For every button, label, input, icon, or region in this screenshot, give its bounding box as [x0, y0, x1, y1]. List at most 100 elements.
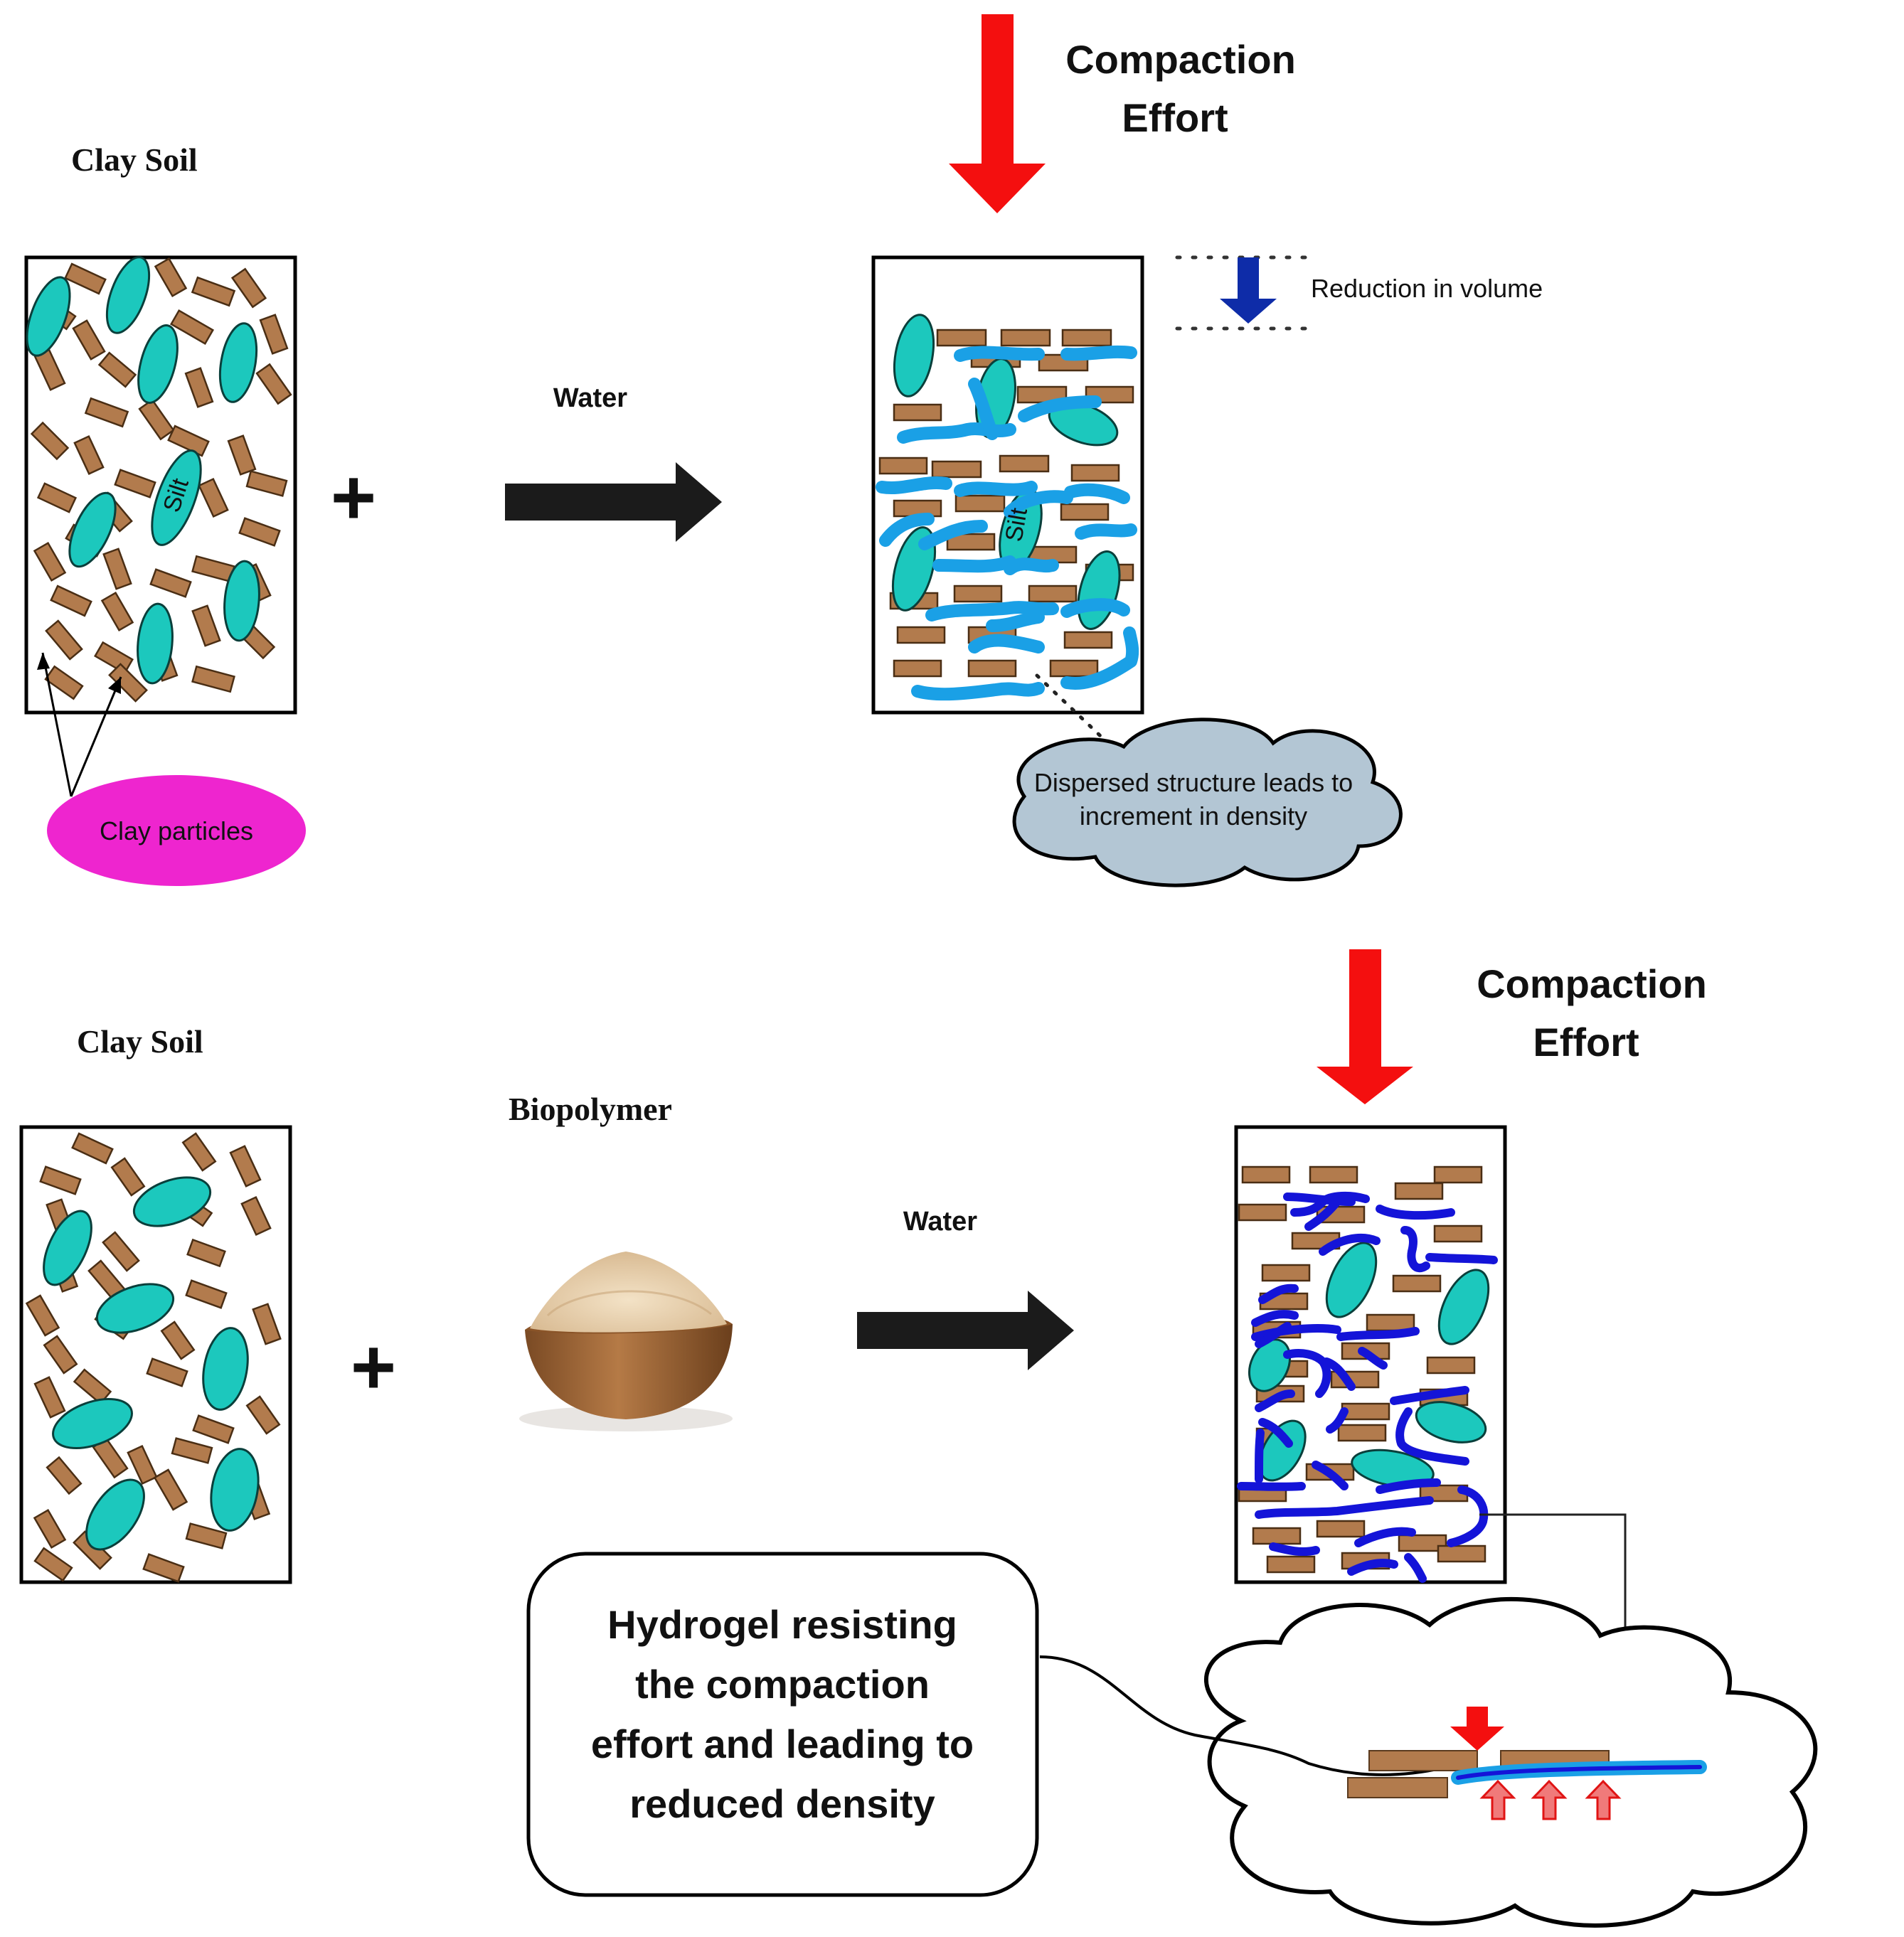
water-film	[1018, 395, 1102, 422]
water-film	[954, 481, 1038, 497]
clay-particle	[255, 363, 292, 405]
hydrogel-strand	[1283, 1192, 1356, 1206]
clay-particles-random-bottom	[25, 1132, 282, 1583]
clay-particle	[1261, 1264, 1311, 1282]
hydrogel-strand	[1255, 1429, 1265, 1483]
silt-particle	[1415, 1401, 1487, 1444]
silt-particle	[68, 491, 117, 568]
silt-particle	[26, 276, 71, 357]
water-film	[1060, 345, 1137, 361]
clay-particle	[50, 585, 92, 617]
clay-particle	[191, 276, 236, 307]
hydrogel-strand	[1395, 1407, 1469, 1466]
clay-particle	[954, 494, 1006, 513]
clay-particle	[240, 1195, 272, 1237]
water-film	[932, 555, 1016, 573]
zoom-pointer-line	[1479, 1513, 1627, 1632]
clay-particle	[33, 1376, 66, 1419]
compaction-arrow-bottom	[1317, 949, 1413, 1104]
hydrogel-strand	[1447, 1485, 1489, 1547]
clay-particle	[191, 604, 221, 647]
water-label-bottom: Water	[903, 1207, 977, 1237]
clay-particle	[245, 1395, 281, 1435]
silt-particle	[1258, 1419, 1307, 1482]
hydrogel-strand	[1269, 1542, 1320, 1557]
loose-clay-soil-panel-bottom	[19, 1125, 292, 1584]
clay-particle	[1337, 1424, 1387, 1442]
clay-particle	[154, 257, 188, 297]
hydrogel-strand	[1347, 1559, 1398, 1576]
clay-soil-label-top: Clay Soil	[71, 142, 198, 178]
silt-particle	[52, 1398, 133, 1449]
water-film	[876, 476, 952, 494]
clay-particle	[36, 482, 78, 513]
silt-particle	[105, 256, 151, 334]
clay-particle	[71, 1132, 114, 1165]
clay-particle	[185, 1279, 228, 1309]
zoom-down-arrow	[1450, 1707, 1504, 1751]
hydrogel-strand	[1251, 1324, 1341, 1341]
hydrogel-strand	[1358, 1347, 1388, 1370]
compacted-clay-panel-top: Silt	[871, 255, 1144, 715]
biopolymer-bowl-image	[519, 1252, 733, 1431]
clay-particle	[73, 1368, 112, 1405]
clay-soil-label-bottom: Clay Soil	[77, 1023, 203, 1060]
hydrogel-strand	[1312, 1461, 1349, 1490]
silt-particles-treated	[1248, 1242, 1490, 1488]
hydrogel-strands	[1237, 1191, 1498, 1583]
silt-particle	[85, 1478, 145, 1551]
silt-particle	[202, 1327, 249, 1411]
clay-particle	[142, 1553, 185, 1583]
biopolymer-label: Biopolymer	[509, 1091, 672, 1127]
water-film	[1075, 523, 1137, 540]
flow-arrow-bottom	[857, 1291, 1074, 1370]
clay-particle	[45, 619, 83, 661]
water-film	[925, 601, 1059, 621]
water-film	[1060, 626, 1139, 690]
clay-particle	[149, 568, 192, 598]
silt-particle	[95, 1283, 175, 1334]
compaction-label-bottom-line1: Compaction	[1477, 961, 1707, 1006]
silt-particle	[1248, 1338, 1292, 1392]
clay-particle	[878, 457, 928, 475]
clay-particle	[73, 434, 105, 476]
clay-particle	[967, 659, 1017, 678]
compaction-label-top-line2: Effort	[1122, 95, 1228, 140]
hydrogel-strand	[1376, 1205, 1455, 1220]
clay-particle	[138, 398, 175, 441]
clay-particles-label: Clay particles	[100, 816, 253, 845]
clay-particle	[1426, 1356, 1476, 1375]
silt-particle	[223, 560, 260, 642]
hydrogel-strand	[1290, 1191, 1370, 1217]
clay-particle	[25, 1294, 60, 1337]
clay-particle	[1266, 1555, 1316, 1574]
clay-particle	[1061, 329, 1112, 347]
clay-particle	[245, 470, 288, 497]
clay-particle	[84, 397, 129, 428]
clay-particle	[1070, 464, 1120, 482]
water-film	[1060, 598, 1130, 618]
clay-particle	[30, 421, 70, 461]
clay-particle	[181, 1132, 217, 1172]
plus-sign-top: +	[331, 454, 376, 541]
clay-particle	[229, 1145, 262, 1188]
clay-particle	[893, 659, 942, 678]
clay-particle	[191, 665, 235, 693]
hydrogel-callout-box: Hydrogel resisting the compaction effort…	[526, 1552, 1039, 1897]
hydrogel-strand	[1326, 1407, 1349, 1434]
clay-particle	[186, 1238, 226, 1268]
reduction-label: Reduction in volume	[1311, 274, 1543, 303]
hydrogel-label-line3: effort and leading to	[591, 1722, 974, 1766]
clay-particle	[108, 663, 148, 703]
silt-particle	[1325, 1242, 1378, 1318]
clay-particle	[259, 314, 289, 355]
water-films-top	[876, 345, 1139, 701]
flow-arrow-top	[505, 462, 722, 542]
clay-particle	[146, 1357, 188, 1387]
hydrogel-strand	[1425, 1253, 1498, 1264]
clay-particle	[198, 477, 229, 518]
clay-particle	[184, 367, 214, 408]
clay-particle	[44, 665, 84, 700]
clay-particle	[1028, 585, 1078, 603]
clay-particle	[931, 460, 982, 479]
